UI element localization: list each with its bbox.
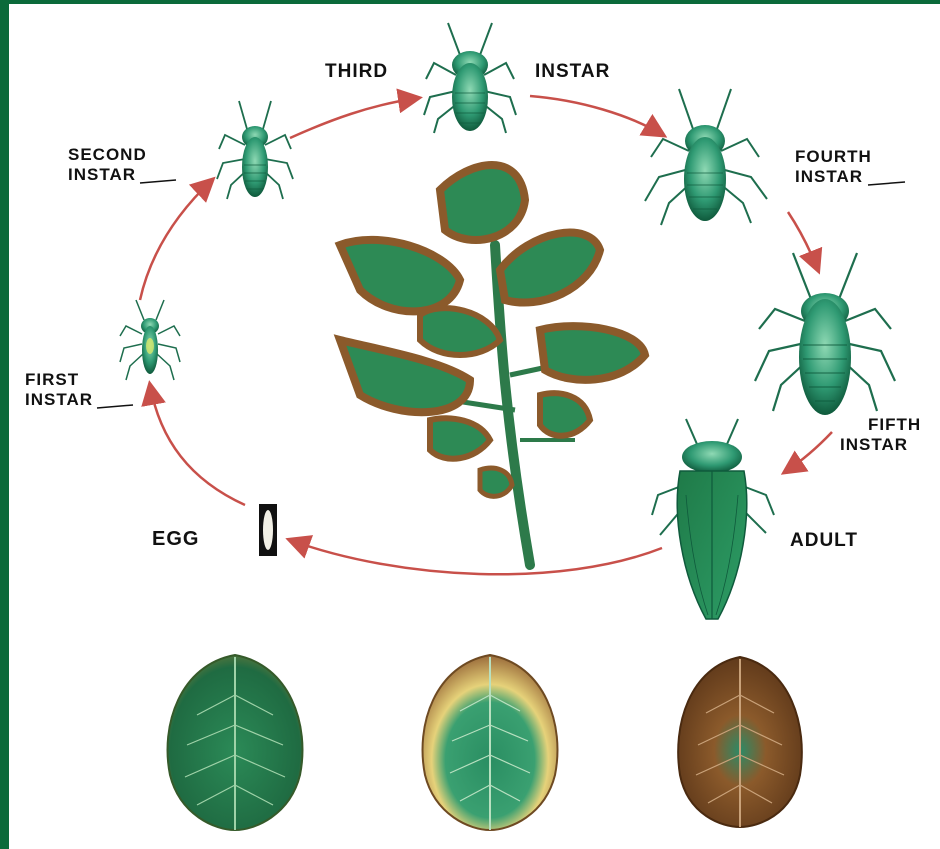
leaf-yellowing [423, 655, 558, 830]
arrow-fifth-to-adult [785, 432, 832, 472]
second-instar-nymph [217, 101, 293, 199]
stage-labels: THIRD INSTAR SECOND INSTAR FOURTH INSTAR… [25, 61, 921, 551]
leaf-hopperburn [678, 657, 802, 827]
fifth-instar-nymph [755, 253, 895, 415]
label-fourth-2: INSTAR [795, 167, 863, 186]
label-fifth-1: FIFTH [868, 415, 921, 434]
label-fifth-2: INSTAR [840, 435, 908, 454]
arrow-adult-to-egg [290, 540, 662, 574]
fourth-instar-nymph [645, 89, 767, 225]
third-instar-nymph [424, 23, 516, 133]
label-second-underline [140, 180, 176, 183]
label-first-1: FIRST [25, 370, 79, 389]
potato-branch [340, 165, 645, 565]
arrow-fourth-to-fifth [788, 212, 818, 270]
leaf-healthy [168, 655, 303, 830]
label-egg: EGG [152, 528, 199, 550]
label-fourth-1: FOURTH [795, 147, 872, 166]
label-first-2: INSTAR [25, 390, 93, 409]
first-instar-nymph [120, 300, 180, 380]
arrow-second-to-third [290, 98, 418, 138]
label-adult: ADULT [790, 530, 858, 551]
label-third: THIRD [325, 61, 388, 82]
label-second-2: INSTAR [68, 165, 136, 184]
arrow-first-to-second [140, 180, 212, 300]
arrow-egg-to-first [150, 385, 245, 505]
label-fourth-underline [868, 182, 905, 185]
label-first-underline [97, 405, 133, 408]
arrow-third-to-fourth [530, 96, 663, 135]
egg [259, 504, 277, 556]
label-second-1: SECOND [68, 145, 147, 164]
label-instar-third: INSTAR [535, 61, 610, 82]
adult-leafhopper [652, 419, 774, 619]
